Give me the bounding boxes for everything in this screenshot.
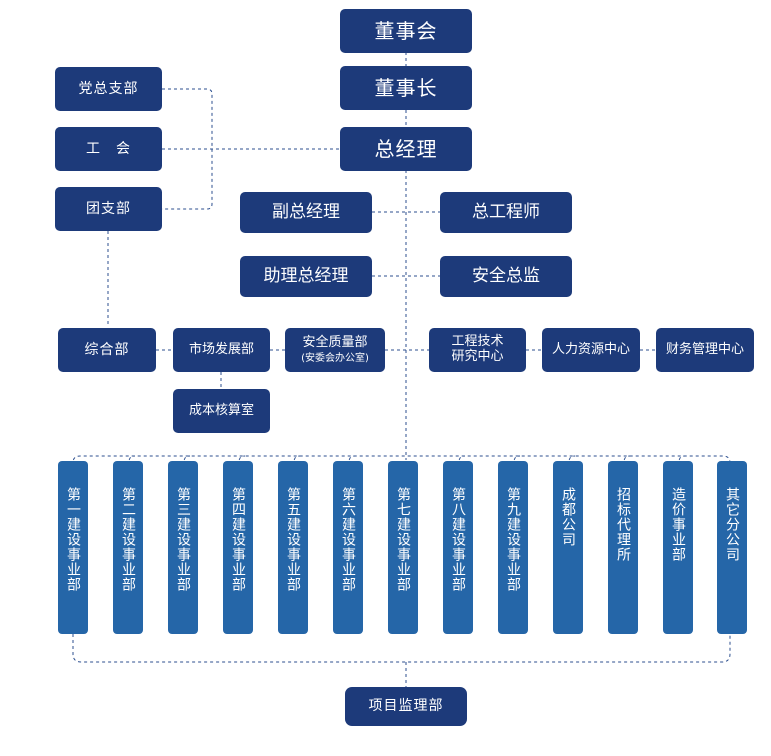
division-label: 第四建设事业部 [230, 487, 246, 592]
division-box: 第八建设事业部 [443, 461, 473, 634]
quality-dept-title: 安全质量部 [302, 334, 368, 350]
division-box: 成都公司 [553, 461, 583, 634]
youth-league-box: 团支部 [55, 187, 162, 231]
division-label: 其它分公司 [724, 487, 740, 562]
division-label: 第一建设事业部 [65, 487, 81, 592]
chairman-box: 董事长 [340, 66, 472, 110]
project-supervision-box: 项目监理部 [345, 687, 467, 726]
division-box: 第六建设事业部 [333, 461, 363, 634]
division-label: 造价事业部 [670, 487, 686, 562]
chief-engineer-box: 总工程师 [440, 192, 572, 233]
division-label: 第三建设事业部 [175, 487, 191, 592]
division-label: 第九建设事业部 [505, 487, 521, 592]
general-manager-box: 总经理 [340, 127, 472, 171]
division-label: 第八建设事业部 [450, 487, 466, 592]
division-box: 第三建设事业部 [168, 461, 198, 634]
tech-center-box: 工程技术 研究中心 [429, 328, 526, 372]
safety-director-box: 安全总监 [440, 256, 572, 297]
division-label: 第六建设事业部 [340, 487, 356, 592]
division-box: 第一建设事业部 [58, 461, 88, 634]
division-box: 第四建设事业部 [223, 461, 253, 634]
quality-dept-box: 安全质量部 (安委会办公室) [285, 328, 385, 372]
general-dept-box: 综合部 [58, 328, 156, 372]
board-box: 董事会 [340, 9, 472, 53]
hr-center-box: 人力资源中心 [542, 328, 640, 372]
quality-dept-subtitle: (安委会办公室) [301, 352, 369, 364]
division-box: 造价事业部 [663, 461, 693, 634]
division-label: 第七建设事业部 [395, 487, 411, 592]
assistant-gm-box: 助理总经理 [240, 256, 372, 297]
union-box: 工 会 [55, 127, 162, 171]
division-box: 第五建设事业部 [278, 461, 308, 634]
market-dept-box: 市场发展部 [173, 328, 270, 372]
division-box: 招标代理所 [608, 461, 638, 634]
division-box: 第七建设事业部 [388, 461, 418, 634]
party-branch-box: 党总支部 [55, 67, 162, 111]
division-label: 成都公司 [560, 487, 576, 547]
division-box: 其它分公司 [717, 461, 747, 634]
division-label: 第五建设事业部 [285, 487, 301, 592]
cost-office-box: 成本核算室 [173, 389, 270, 433]
finance-center-box: 财务管理中心 [656, 328, 754, 372]
deputy-gm-box: 副总经理 [240, 192, 372, 233]
division-label: 第二建设事业部 [120, 487, 136, 592]
division-box: 第九建设事业部 [498, 461, 528, 634]
division-label: 招标代理所 [615, 487, 631, 562]
division-box: 第二建设事业部 [113, 461, 143, 634]
